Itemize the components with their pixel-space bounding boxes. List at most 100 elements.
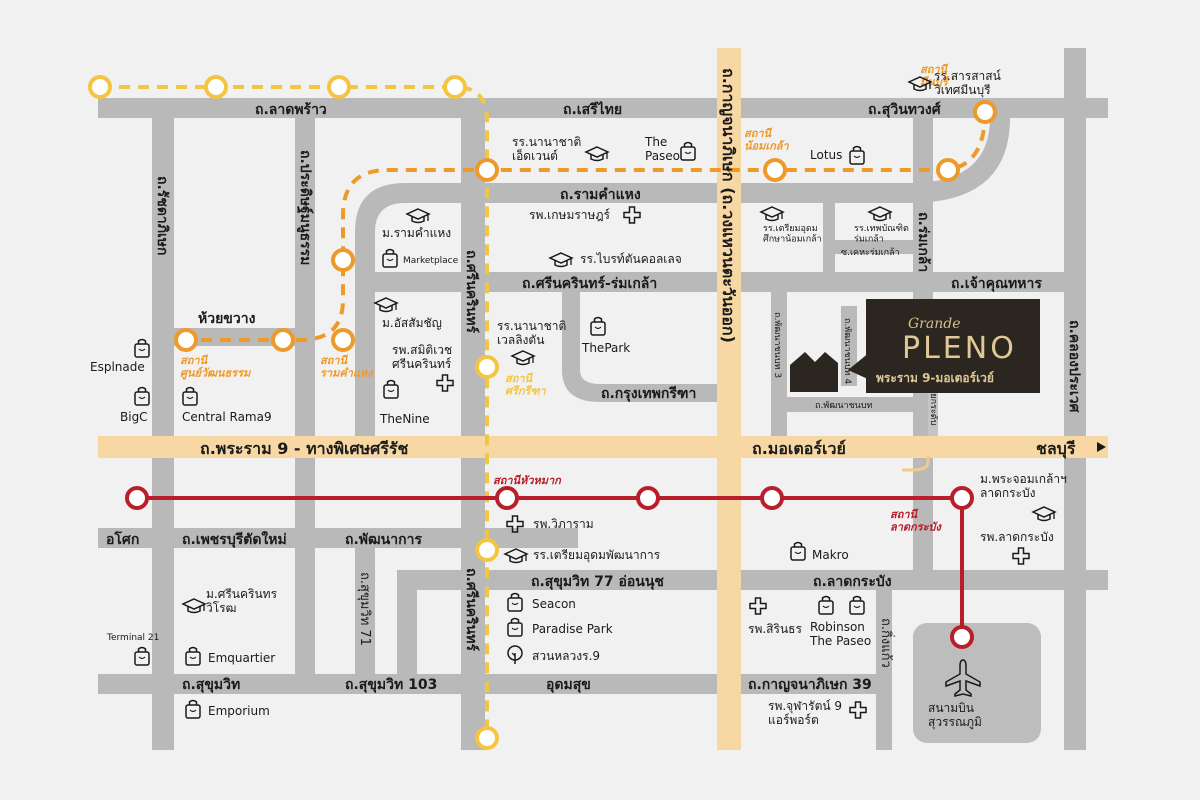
road-asok: อโศก <box>106 530 139 548</box>
station-cultural-center-label: สถานีศูนย์วัฒนธรรม <box>180 354 252 381</box>
project-marker: Grande PLENO พระราม 9-มอเตอร์เวย์ <box>790 299 1040 393</box>
road-sukhumvit71: ถ.สุขุมวิท 71 <box>357 572 372 646</box>
station-dot-yellow <box>475 538 499 562</box>
station-dot-red <box>950 486 974 510</box>
station-dot-orange <box>331 328 355 352</box>
station-hua-mak-label: สถานีหัวหมาก <box>493 474 562 487</box>
place-wellington: รร.นานาชาติเวลลิงตัน <box>497 319 566 347</box>
place-kasemrad: รพ.เกษมราษฎร์ <box>529 208 611 222</box>
place-vibharam: รพ.วิภาราม <box>533 517 594 531</box>
station-lat-krabang-label: สถานีลาดกระบัง <box>890 508 943 534</box>
road-pattanachonnabot4: ถ.พัฒนาชนบท 4 <box>842 318 852 384</box>
station-labels: สถานีมีนบุรี สถานีน้อมเกล้า สถานีศูนย์วั… <box>180 63 950 534</box>
place-bright-college: รร.ไบรท์ตันคอลเลจ <box>580 252 682 266</box>
road-sukhumvit77: ถ.สุขุมวิท 77 อ่อนนุช <box>531 574 664 590</box>
place-triam-pattanakarn: รร.เตรียมอุดมพัฒนาการ <box>533 548 661 563</box>
road-kanchanaphisek-ring: ถ.กาญจนาภิเษก (ถ.วงแหวนตะวันออก) <box>718 68 738 343</box>
project-brand-line2: PLENO <box>902 331 1017 366</box>
station-dot-red <box>636 486 660 510</box>
road-phatthanakan: ถ.พัฒนาการ <box>345 532 422 548</box>
station-srikreetha-label: สถานีศรีกรีฑา <box>505 372 547 398</box>
road-khlong-prawet: ถ.คลองประเวศ <box>1066 320 1082 414</box>
road-seri-thai: ถ.เสรีไทย <box>563 100 622 118</box>
road-suwinthawong: ถ.สุวินทวงศ์ <box>868 101 942 118</box>
project-brand-line1: Grande <box>908 316 961 332</box>
road-udomsuk: อุดมสุข <box>546 677 591 693</box>
place-lotus: Lotus <box>810 148 842 162</box>
kanchanaphisek-ring-road <box>717 48 741 750</box>
place-makro: Makro <box>812 548 849 562</box>
station-dot-orange <box>936 158 960 182</box>
station-dot-red <box>950 625 974 649</box>
station-dot-orange <box>331 248 355 272</box>
place-samitivej: รพ.สมิติเวชศรีนครินทร์ <box>392 343 452 371</box>
station-dot-yellow <box>204 75 228 99</box>
station-dot-red <box>125 486 149 510</box>
road-sukhumvit103: ถ.สุขุมวิท 103 <box>345 677 437 693</box>
station-dots <box>88 75 997 750</box>
station-dot-orange <box>973 100 997 124</box>
place-sirindhorn: รพ.สิรินธร <box>748 622 802 636</box>
station-dot-orange <box>174 328 198 352</box>
road-srinakarin-north: ถ.ศรีนครินทร์ <box>463 250 480 333</box>
road-pattanachonnabot: ถ.พัฒนาชนบท <box>815 401 873 411</box>
road-chonburi: ชลบุรี <box>1036 439 1076 459</box>
project-logo-box <box>866 299 1040 393</box>
station-dot-red <box>760 486 784 510</box>
road-sukhumvit: ถ.สุขุมวิท <box>182 677 240 693</box>
road-pattanachonnabot3: ถ.พัฒนาชนบท 3 <box>772 312 782 378</box>
place-bandit-romklao: รร.เทพบัณฑิตร่มเกล้า <box>854 223 909 244</box>
road-kingkaew: ถ.กิ่งแก้ว <box>878 618 895 668</box>
place-srinakarin-uni: ม.ศรีนครินทรวิโรฒ <box>206 587 278 615</box>
road-network <box>98 48 1108 750</box>
place-paradise-park: Paradise Park <box>532 622 613 636</box>
place-marketplace: Marketplace <box>403 256 459 266</box>
place-terminal21: Terminal 21 <box>106 633 159 643</box>
station-dot-orange <box>271 328 295 352</box>
station-ramkhamhaeng-label: สถานีรามคำแหง <box>320 354 374 380</box>
place-sarasas: รร.สารสาสน์วิเทศมีนบุรี <box>934 69 1001 98</box>
road-access: ทางยกระดับ <box>928 378 938 426</box>
place-airport: สนามบินสุวรรณภูมิ <box>928 701 982 730</box>
yellow-line <box>100 85 489 745</box>
road-rama9: ถ.พระราม 9 - ทางพิเศษศรีรัช <box>200 439 409 458</box>
place-triam-nom-klao: รร.เตรียมอุดมศึกษาน้อมเกล้า <box>763 223 822 244</box>
road-ratchadaphisek: ถ.รัชดาภิเษก <box>154 176 170 256</box>
airport-zone <box>913 623 1041 743</box>
place-central-rama9: Central Rama9 <box>182 410 272 424</box>
orange-line <box>182 111 987 342</box>
road-srinakarin-south: ถ.ศรีนครินทร์ <box>463 568 480 651</box>
place-emquartier: Emquartier <box>208 651 275 665</box>
road-romklao: ถ.ร่มเกล้า <box>915 212 931 272</box>
station-dot-yellow <box>88 75 112 99</box>
place-suan-luang: สวนหลวงร.9 <box>532 649 600 663</box>
road-huai-khwang: ห้วยขวาง <box>198 311 256 327</box>
road-pracha-uthit: ถ.ประดิษฐ์มนูธรรม <box>296 150 314 265</box>
road-ramkhamhaeng: ถ.รามคำแหง <box>560 187 641 203</box>
station-dot-orange <box>475 158 499 182</box>
station-dot-yellow <box>327 75 351 99</box>
road-lat-krabang: ถ.ลาดกระบัง <box>813 574 892 590</box>
place-intl-advent: รร.นานาชาติเอ็ดเวนต์ <box>512 135 581 163</box>
place-esplanade: Esplnade <box>90 360 145 374</box>
station-dot-yellow <box>475 726 499 750</box>
road-labels: ถ.ลาดพร้าว ถ.เสรีไทย ถ.สุวินทวงศ์ ถ.รามค… <box>106 68 1106 693</box>
road-lat-phrao: ถ.ลาดพร้าว <box>255 102 327 118</box>
road-phetchaburi: ถ.เพชรบุรีตัดใหม่ <box>182 530 287 548</box>
station-nom-klao-label: สถานีน้อมเกล้า <box>744 127 790 153</box>
project-subtitle: พระราม 9-มอเตอร์เวย์ <box>876 371 994 385</box>
station-dot-red <box>495 486 519 510</box>
station-dot-yellow <box>475 355 499 379</box>
airplane-icon <box>945 659 981 697</box>
place-emporium: Emporium <box>208 704 270 718</box>
rama9-expressway <box>98 436 1108 458</box>
project-building-icon <box>790 352 838 392</box>
place-bigc: BigC <box>120 410 148 424</box>
road-krungthep-kreetha: ถ.กรุงเทพกรีฑา <box>601 386 696 402</box>
place-ramkhamhaeng-uni: ม.รามคำแหง <box>382 226 451 240</box>
places: รร.สารสาสน์วิเทศมีนบุรี รร.นานาชาติเอ็ดเ… <box>90 69 1067 730</box>
road-srinakarin-romklao: ถ.ศรีนครินทร์-ร่มเกล้า <box>522 275 657 292</box>
